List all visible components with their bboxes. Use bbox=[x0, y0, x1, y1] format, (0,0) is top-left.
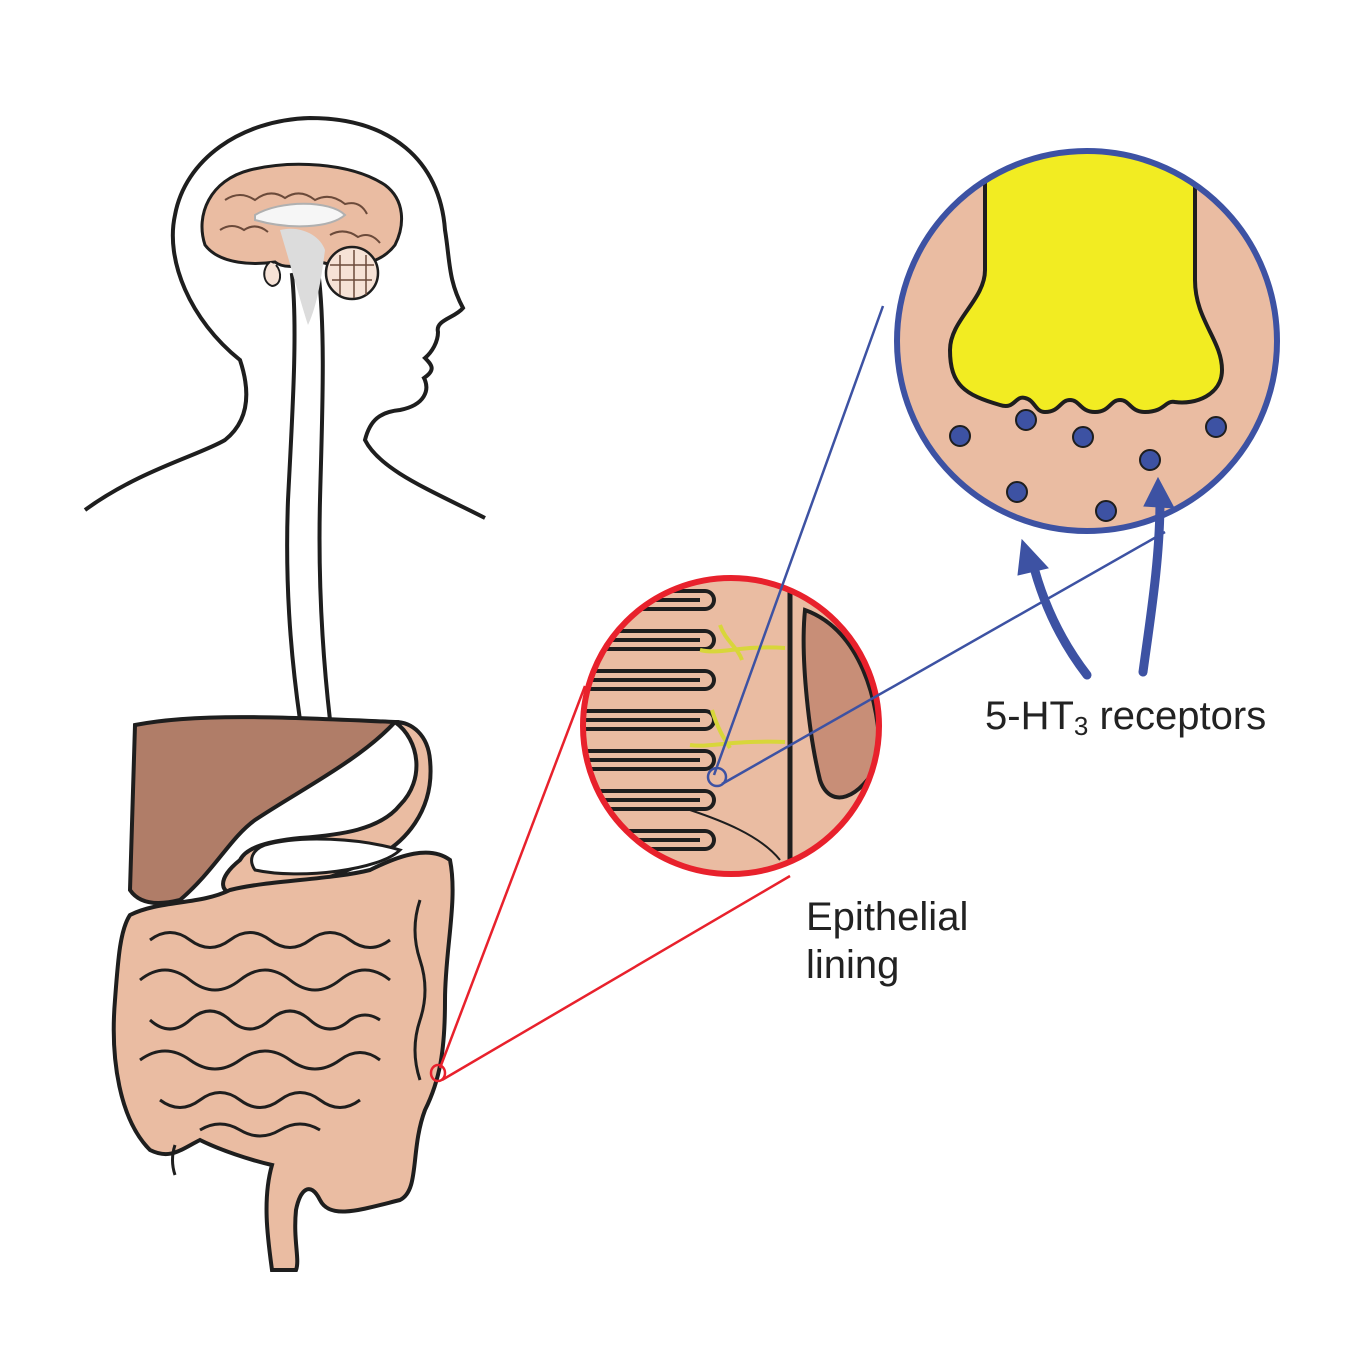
epithelial-label: Epithelial lining bbox=[806, 893, 968, 989]
receptor-dot bbox=[1073, 427, 1093, 447]
receptor-zoom-circle bbox=[897, 140, 1277, 531]
brain-icon bbox=[202, 164, 402, 325]
receptor-arrow-left bbox=[1032, 560, 1087, 675]
receptor-dot bbox=[1096, 501, 1116, 521]
zoom-line-red-bottom bbox=[442, 876, 790, 1080]
spinal-cord bbox=[287, 270, 330, 720]
intestine-icon bbox=[114, 853, 453, 1270]
receptors-label-suffix: receptors bbox=[1088, 694, 1266, 738]
receptor-dot bbox=[1016, 410, 1036, 430]
receptors-label: 5-HT3 receptors bbox=[985, 692, 1266, 740]
epithelial-zoom-circle bbox=[575, 575, 880, 880]
serotonin-vesicle bbox=[950, 140, 1222, 412]
epithelial-label-line2: lining bbox=[806, 941, 968, 989]
receptors-label-prefix: 5-HT bbox=[985, 694, 1074, 738]
receptors-label-subscript: 3 bbox=[1074, 711, 1088, 741]
receptor-dot bbox=[1206, 417, 1226, 437]
receptor-arrow-right bbox=[1143, 500, 1160, 672]
receptor-dot bbox=[950, 426, 970, 446]
zoom-line-red-top bbox=[440, 686, 585, 1068]
receptor-dot bbox=[1140, 450, 1160, 470]
epithelial-label-line1: Epithelial bbox=[806, 893, 968, 941]
receptor-dot bbox=[1007, 482, 1027, 502]
